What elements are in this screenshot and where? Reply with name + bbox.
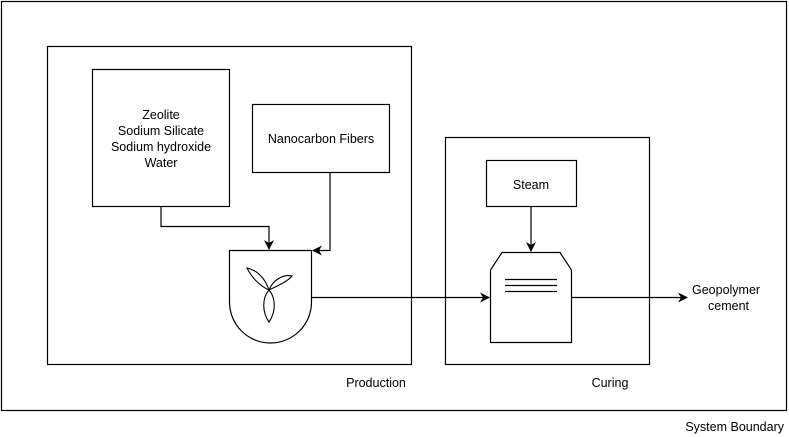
mixer-impeller-icon <box>246 267 294 323</box>
production-box <box>46 45 413 366</box>
nanocarbon-fibers-label: Nanocarbon Fibers <box>268 132 374 146</box>
system-boundary-label: System Boundary <box>685 420 784 434</box>
raw-material-sodium-silicate: Sodium Silicate <box>118 124 204 138</box>
nanocarbon-fibers-box <box>251 103 391 174</box>
raw-material-zeolite: Zeolite <box>142 108 180 122</box>
curing-chamber-icon <box>505 278 557 293</box>
raw-material-sodium-hydroxide: Sodium hydroxide <box>111 140 211 154</box>
raw-materials-box <box>91 68 231 208</box>
arrow-nanocarbon-to-mixer <box>312 172 331 256</box>
production-label: Production <box>346 376 406 390</box>
curing-box <box>444 136 651 366</box>
system-boundary-box <box>0 0 788 412</box>
arrow-raw-materials-to-mixer <box>160 206 274 250</box>
mixer-vessel <box>228 249 313 344</box>
output-label-line1: Geopolymer <box>692 283 760 297</box>
raw-material-water: Water <box>145 156 178 170</box>
output-label-line2: cement <box>708 299 750 313</box>
steam-label: Steam <box>513 178 549 192</box>
curing-chamber <box>489 251 573 344</box>
curing-label: Curing <box>592 376 629 390</box>
